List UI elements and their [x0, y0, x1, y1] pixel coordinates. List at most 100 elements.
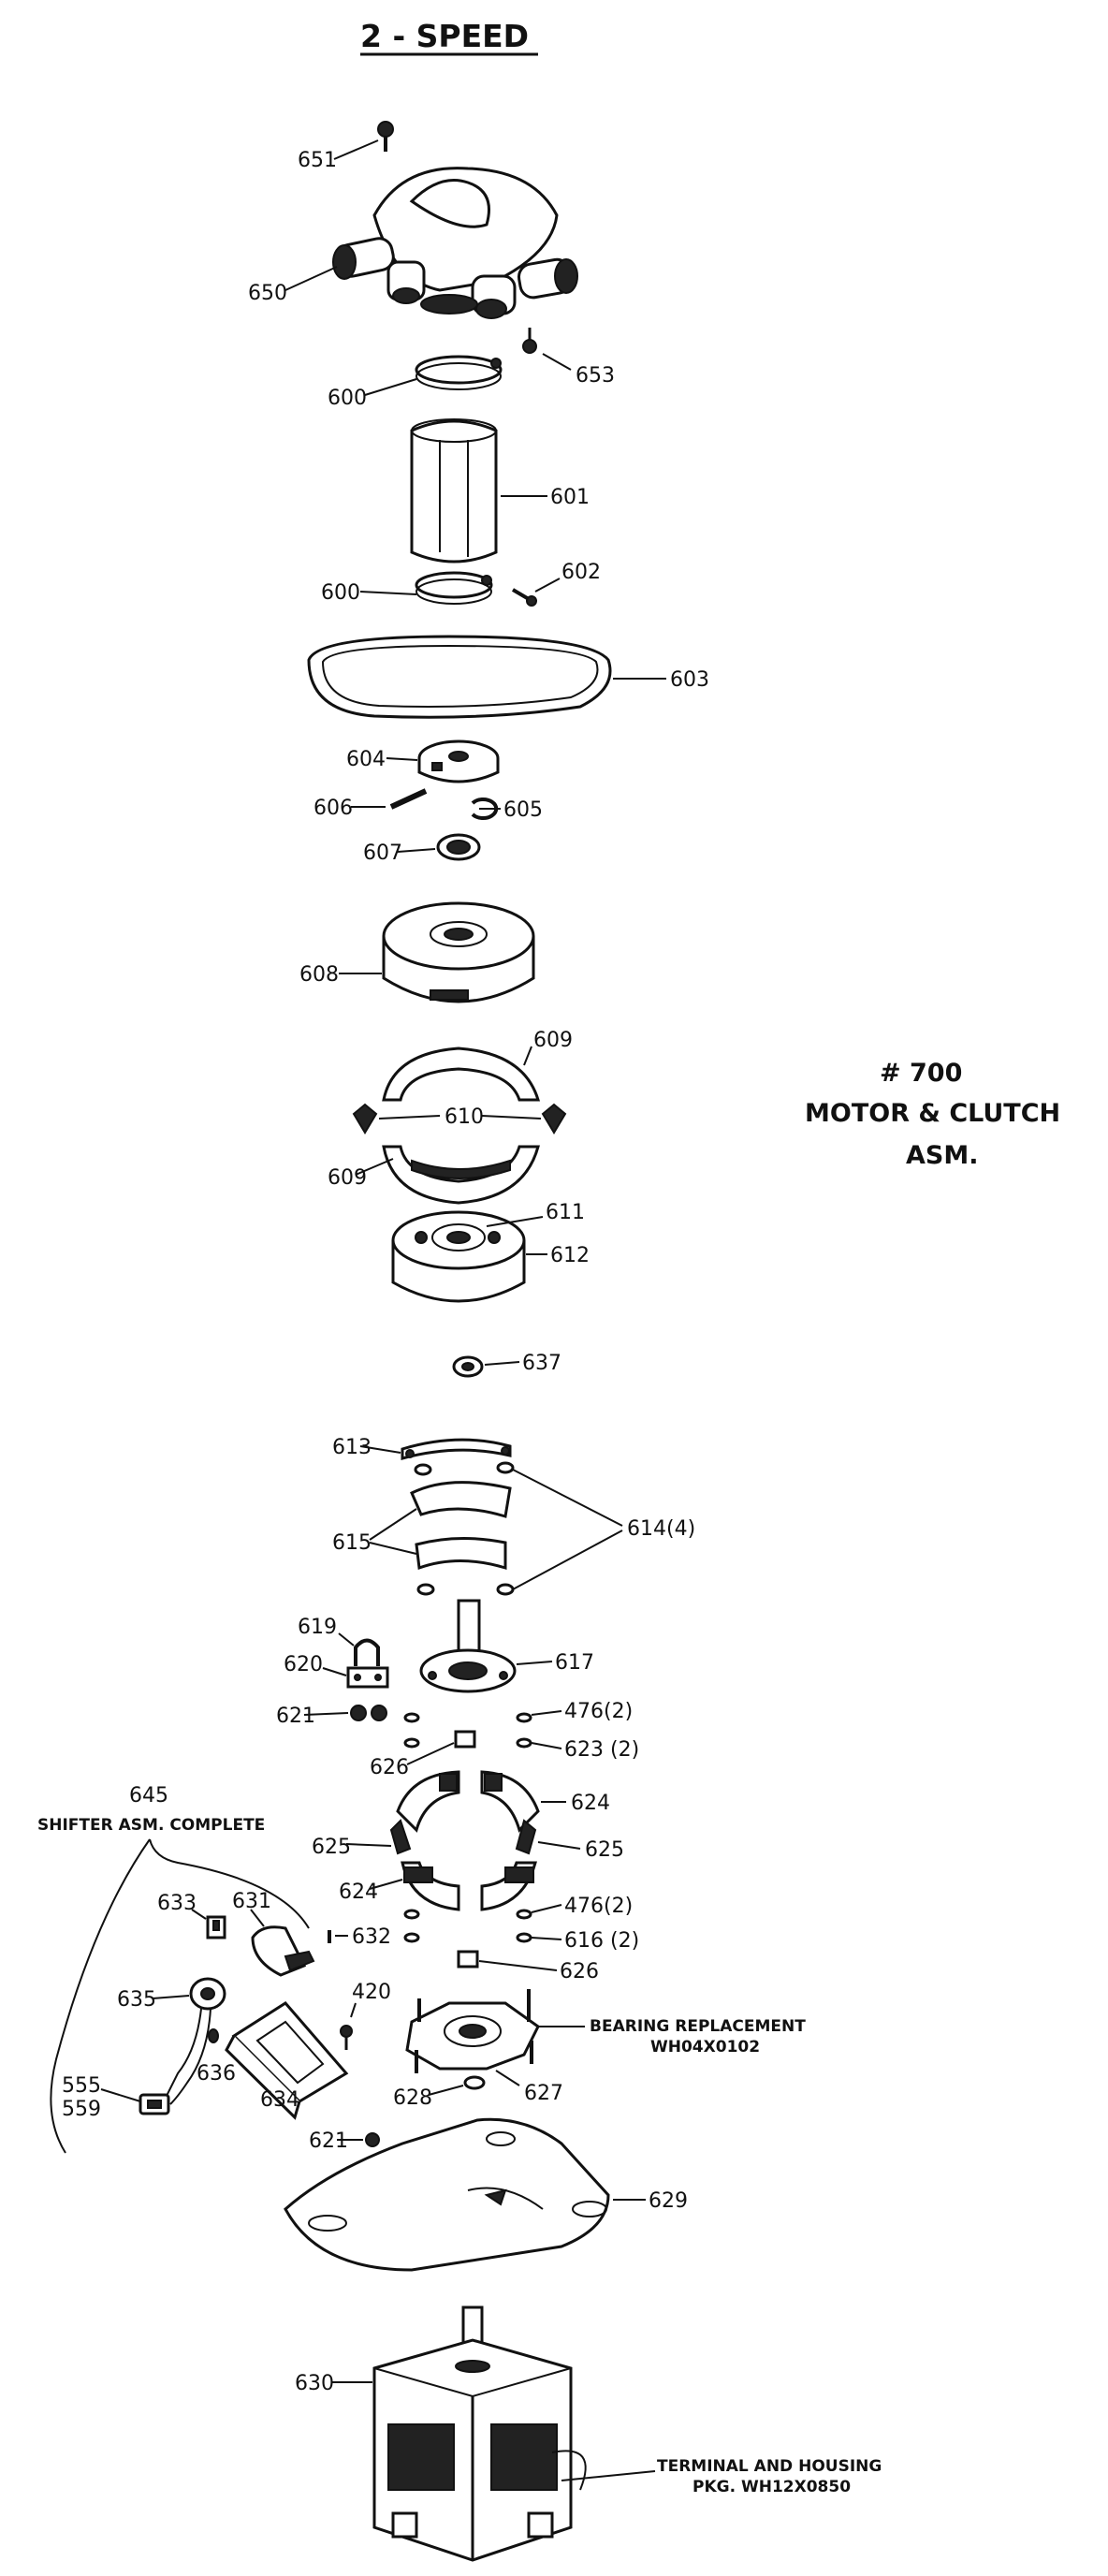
label-626-lower: 626 — [560, 1960, 599, 1983]
mounting-plate-629-icon — [284, 2117, 610, 2272]
terminal-note-line1: TERMINAL AND HOUSING — [657, 2457, 882, 2476]
label-600-lower: 600 — [321, 581, 360, 605]
label-606: 606 — [313, 797, 353, 820]
pulley-604-icon — [417, 739, 500, 783]
screw-420-icon — [340, 2025, 353, 2050]
label-625-right: 625 — [585, 1838, 624, 1862]
label-624-lower: 624 — [339, 1881, 378, 1904]
label-615: 615 — [332, 1531, 372, 1555]
washer-614-icon — [414, 1461, 515, 1596]
label-635: 635 — [117, 1988, 156, 2012]
grommet-636-icon — [208, 2028, 219, 2043]
bushing-626-upper-icon — [454, 1730, 476, 1749]
lever-631-icon — [251, 1925, 315, 1977]
label-617: 617 — [555, 1651, 594, 1675]
label-612: 612 — [550, 1244, 590, 1267]
key-606-icon — [389, 788, 428, 810]
label-605: 605 — [503, 798, 543, 822]
label-608: 608 — [299, 963, 339, 987]
hose-clamp-upper-icon — [415, 355, 503, 390]
hose-clamp-lower-icon — [415, 571, 493, 605]
link-613-icon — [401, 1438, 512, 1460]
shifter-number: 645 — [129, 1784, 168, 1808]
label-601: 601 — [550, 486, 590, 509]
nut-621-icon — [350, 1705, 387, 1721]
spring-610-icon — [352, 1103, 567, 1134]
brake-assembly-617-icon — [419, 1599, 517, 1693]
knob-633-icon — [206, 1915, 226, 1939]
pump-housing-icon — [332, 167, 578, 319]
motor-icon — [372, 2305, 587, 2562]
label-627: 627 — [524, 2082, 563, 2105]
terminal-note-line2: PKG. WH12X0850 — [692, 2478, 851, 2496]
label-603: 603 — [670, 668, 709, 692]
label-621-upper: 621 — [276, 1705, 315, 1728]
label-476-lower: 476(2) — [564, 1895, 633, 1918]
label-600-upper: 600 — [328, 387, 367, 410]
washer-616-icon — [403, 1909, 532, 1943]
label-613: 613 — [332, 1436, 372, 1459]
label-476-upper: 476(2) — [564, 1700, 633, 1723]
ring-628-icon — [463, 2075, 486, 2090]
label-651: 651 — [298, 149, 337, 172]
label-650: 650 — [248, 282, 287, 305]
shifter-half-lower-icon — [401, 1861, 537, 1911]
label-630: 630 — [295, 2372, 334, 2395]
label-629: 629 — [649, 2189, 688, 2213]
plate-620-icon — [346, 1666, 389, 1689]
nut-637-icon — [452, 1355, 484, 1378]
clutch-shoe-lower-icon — [382, 1145, 540, 1205]
label-616: 616 (2) — [564, 1929, 639, 1953]
bearing-note-line2: WH04X0102 — [650, 2038, 760, 2056]
label-653: 653 — [576, 364, 615, 388]
clutch-drum-608-icon — [382, 901, 535, 1003]
label-611: 611 — [546, 1201, 585, 1224]
label-609-lower: 609 — [328, 1166, 367, 1190]
label-559: 559 — [62, 2098, 101, 2121]
tab-625-icon — [389, 1819, 537, 1855]
assembly-number: # 700 — [880, 1059, 962, 1088]
pump-hose-icon — [410, 418, 498, 564]
label-610: 610 — [445, 1105, 484, 1129]
shifter-caption: SHIFTER ASM. COMPLETE — [37, 1816, 265, 1835]
assembly-line1: MOTOR & CLUTCH — [805, 1099, 1060, 1128]
label-555: 555 — [62, 2074, 101, 2098]
connector-555-icon — [138, 2093, 170, 2115]
label-632: 632 — [352, 1925, 391, 1949]
brake-shoe-615-icon — [410, 1481, 512, 1571]
drive-belt-icon — [307, 635, 612, 719]
label-625-left: 625 — [312, 1836, 351, 1859]
shifter-half-upper-icon — [396, 1770, 540, 1833]
clutch-shoe-upper-icon — [382, 1046, 541, 1102]
label-634: 634 — [260, 2088, 299, 2112]
label-626-upper: 626 — [370, 1756, 409, 1779]
screw-653-icon — [522, 328, 537, 354]
bearing-note-line1: BEARING REPLACEMENT — [590, 2017, 806, 2036]
label-609-upper: 609 — [533, 1029, 573, 1052]
label-636: 636 — [197, 2062, 236, 2086]
assembly-line2: ASM. — [906, 1141, 978, 1170]
label-604: 604 — [346, 748, 386, 771]
label-621-lower: 621 — [309, 2130, 348, 2153]
diagram-title: 2 - SPEED — [360, 18, 529, 54]
solenoid-635-icon — [163, 1977, 226, 2105]
bearing-plate-627-icon — [405, 1989, 540, 2073]
washer-476-icon — [403, 1712, 532, 1749]
label-619: 619 — [298, 1616, 337, 1639]
bracket-634-icon — [225, 2001, 349, 2120]
shifter-bracket — [50, 1838, 310, 2154]
nut-621-lower-icon — [365, 2132, 380, 2147]
screw-651-icon — [377, 121, 394, 152]
label-420: 420 — [352, 1981, 391, 2004]
label-628: 628 — [393, 2086, 432, 2110]
u-bolt-619-icon — [354, 1638, 380, 1666]
bearing-607-icon — [436, 833, 481, 861]
bushing-626-lower-icon — [457, 1950, 479, 1969]
label-602: 602 — [561, 561, 601, 584]
label-620: 620 — [284, 1653, 323, 1676]
label-607: 607 — [363, 842, 402, 865]
label-637: 637 — [522, 1352, 561, 1375]
label-631: 631 — [232, 1890, 271, 1913]
screw-602-icon — [511, 588, 537, 607]
